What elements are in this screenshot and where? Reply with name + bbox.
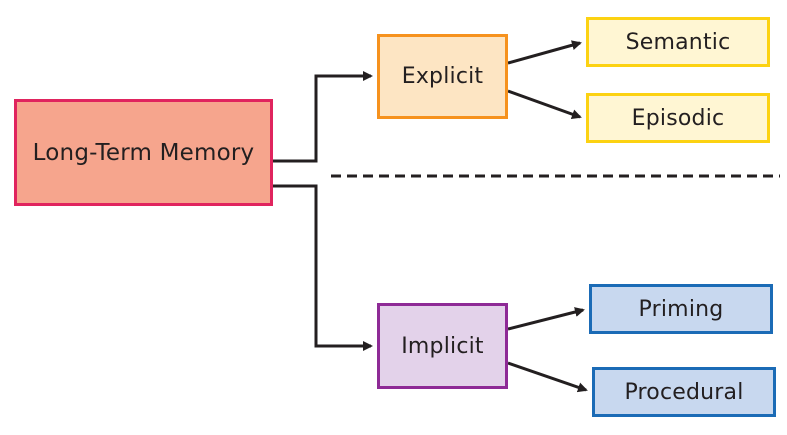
node-label: Episodic — [631, 105, 725, 131]
node-procedural: Procedural — [592, 367, 776, 417]
node-label: Semantic — [625, 29, 731, 55]
connector-ltm-explicit — [273, 71, 373, 163]
node-long-term-memory: Long-Term Memory — [14, 99, 273, 206]
node-implicit: Implicit — [377, 303, 508, 389]
node-label: Explicit — [401, 64, 484, 89]
node-label: Long-Term Memory — [32, 139, 255, 166]
node-label: Procedural — [624, 379, 744, 405]
node-label: Priming — [638, 296, 724, 322]
connector-implicit-priming — [507, 307, 585, 331]
node-semantic: Semantic — [586, 17, 770, 67]
node-explicit: Explicit — [377, 34, 508, 119]
connector-explicit-episodic — [507, 89, 582, 119]
connector-ltm-implicit — [273, 184, 373, 351]
connector-implicit-procedural — [507, 361, 588, 393]
connector-explicit-semantic — [507, 40, 582, 65]
node-episodic: Episodic — [586, 93, 770, 143]
node-priming: Priming — [589, 284, 773, 334]
node-label: Implicit — [401, 333, 484, 359]
